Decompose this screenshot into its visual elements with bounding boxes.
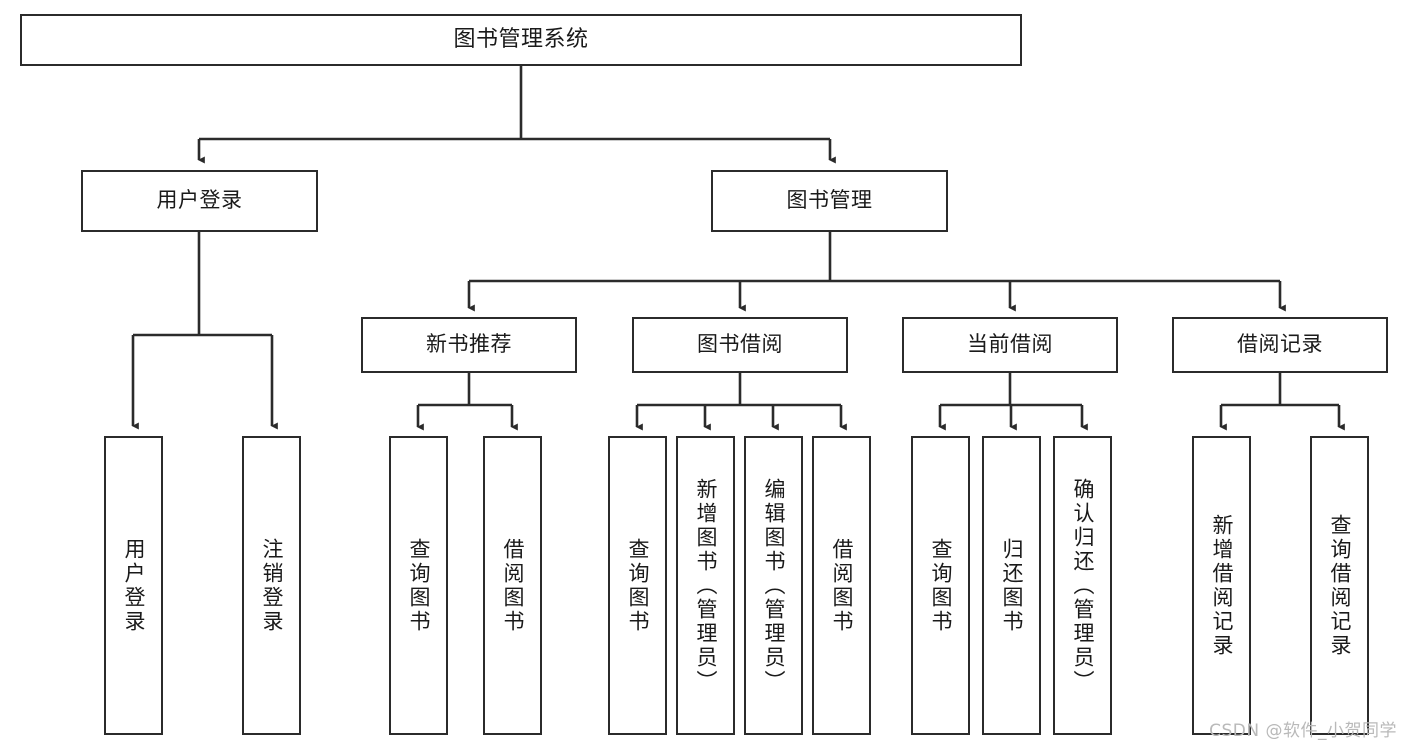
node-label: 图书管理 (786, 188, 873, 213)
node-label: 注销登录 (260, 537, 284, 634)
watermark-text: CSDN @软件_小贺同学 (1209, 721, 1397, 741)
node-leaf-edit-book-admin[interactable]: 编辑图书（管理员） (744, 436, 803, 735)
node-label: 新增借阅记录 (1210, 513, 1234, 658)
node-label: 确认归还（管理员） (1071, 477, 1095, 694)
node-label: 借阅记录 (1237, 332, 1323, 357)
node-label: 查询借阅记录 (1328, 513, 1352, 658)
node-label: 查询图书 (626, 537, 650, 634)
node-leaf-borrow-book-recommendation[interactable]: 借阅图书 (483, 436, 542, 735)
node-label: 新书推荐 (426, 332, 512, 357)
node-leaf-logout[interactable]: 注销登录 (242, 436, 301, 735)
node-label: 借阅图书 (501, 537, 525, 634)
node-leaf-query-book-current[interactable]: 查询图书 (911, 436, 970, 735)
node-leaf-borrow-book[interactable]: 借阅图书 (812, 436, 871, 735)
node-label: 归还图书 (1000, 537, 1024, 634)
node-leaf-add-borrow-record[interactable]: 新增借阅记录 (1192, 436, 1251, 735)
node-leaf-user-login[interactable]: 用户登录 (104, 436, 163, 735)
node-user-login[interactable]: 用户登录 (81, 170, 318, 232)
node-label: 图书借阅 (697, 332, 783, 357)
node-book-management-system[interactable]: 图书管理系统 (20, 14, 1022, 66)
node-leaf-confirm-return-admin[interactable]: 确认归还（管理员） (1053, 436, 1112, 735)
node-borrow-record[interactable]: 借阅记录 (1172, 317, 1388, 373)
node-leaf-add-book-admin[interactable]: 新增图书（管理员） (676, 436, 735, 735)
node-new-book-recommendation[interactable]: 新书推荐 (361, 317, 577, 373)
node-label: 用户登录 (156, 188, 243, 213)
node-label: 用户登录 (122, 537, 146, 634)
node-label: 查询图书 (929, 537, 953, 634)
node-leaf-query-borrow-record[interactable]: 查询借阅记录 (1310, 436, 1369, 735)
node-label: 借阅图书 (830, 537, 854, 634)
node-label: 编辑图书（管理员） (762, 477, 786, 694)
node-label: 当前借阅 (967, 332, 1053, 357)
node-leaf-query-book-borrow[interactable]: 查询图书 (608, 436, 667, 735)
node-leaf-return-book[interactable]: 归还图书 (982, 436, 1041, 735)
node-book-management[interactable]: 图书管理 (711, 170, 948, 232)
node-label: 查询图书 (407, 537, 431, 634)
node-label: 新增图书（管理员） (694, 477, 718, 694)
node-book-borrow[interactable]: 图书借阅 (632, 317, 848, 373)
node-label: 图书管理系统 (453, 26, 589, 52)
node-current-borrow[interactable]: 当前借阅 (902, 317, 1118, 373)
node-leaf-query-book-recommendation[interactable]: 查询图书 (389, 436, 448, 735)
